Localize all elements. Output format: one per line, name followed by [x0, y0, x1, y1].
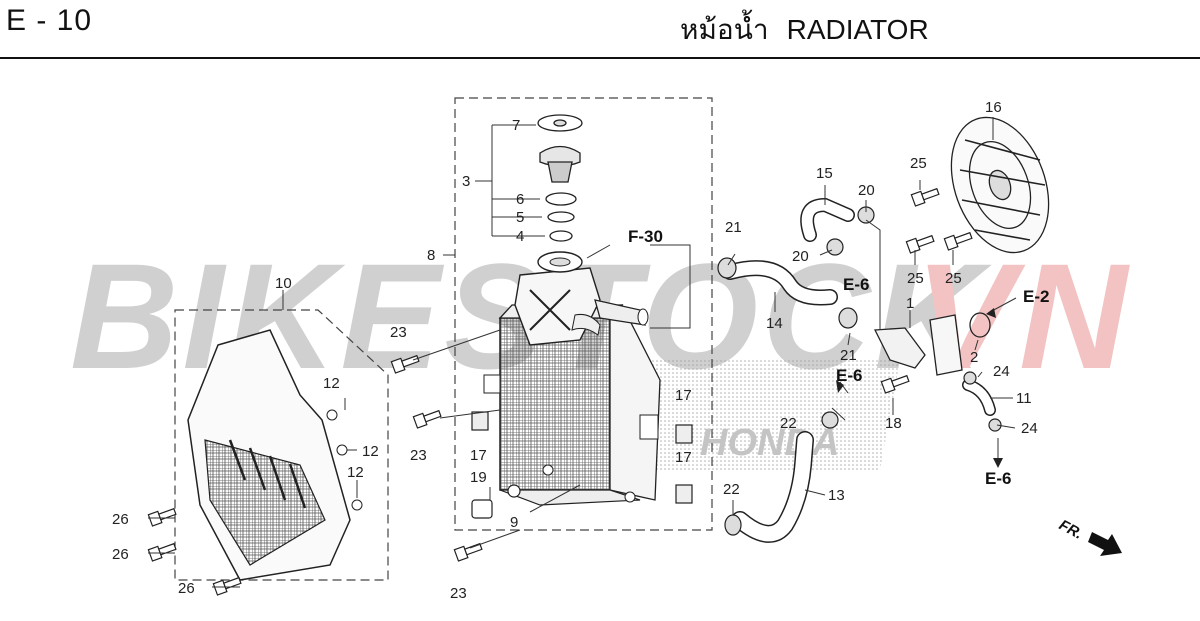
callout-25-top: 25 [910, 155, 927, 172]
callout-numbers: 7 3 6 5 4 8 10 23 23 23 12 12 12 26 26 2… [112, 99, 1038, 602]
svg-text:HONDA: HONDA [700, 422, 839, 464]
ref-e2: E-2 [1023, 287, 1049, 306]
callout-8: 8 [427, 247, 435, 264]
water-pump-joint [873, 312, 991, 376]
front-arrow-icon [1088, 532, 1122, 556]
callout-3: 3 [462, 173, 470, 190]
callout-12-bottom: 12 [347, 464, 364, 481]
callout-16: 16 [985, 99, 1002, 116]
arrows [836, 308, 1003, 468]
callout-24-bottom: 24 [1021, 420, 1038, 437]
ref-e6-middle: E-6 [836, 366, 862, 385]
callout-13: 13 [828, 487, 845, 504]
ref-e6-bottom: E-6 [985, 469, 1011, 488]
callout-1: 1 [906, 295, 914, 312]
callout-19: 19 [470, 469, 487, 486]
callout-17-upper-right: 17 [675, 387, 692, 404]
callout-4: 4 [516, 228, 524, 245]
front-label: FR. [1056, 517, 1085, 543]
header-divider [0, 57, 1200, 59]
hoses [722, 197, 996, 543]
hose-clamps [717, 206, 1002, 536]
callout-20-top: 20 [858, 182, 875, 199]
ref-f30: F-30 [628, 227, 663, 246]
ref-e6-top: E-6 [843, 275, 869, 294]
callout-23-mid: 23 [410, 447, 427, 464]
radiator-shroud [187, 329, 363, 581]
callout-21-top: 21 [725, 219, 742, 236]
callout-12-top: 12 [323, 375, 340, 392]
callout-26-top: 26 [112, 511, 129, 528]
title-english: RADIATOR [786, 14, 929, 45]
callout-17-left: 17 [470, 447, 487, 464]
callout-11: 11 [1016, 390, 1032, 407]
callout-5: 5 [516, 209, 524, 226]
callout-25-right: 25 [945, 270, 962, 287]
callout-6: 6 [516, 191, 524, 208]
callout-23-bottom: 23 [450, 585, 467, 602]
clips [471, 411, 693, 504]
page-code: E - 10 [6, 4, 93, 37]
callout-9: 9 [510, 514, 518, 531]
callout-18: 18 [885, 415, 902, 432]
callout-26-mid: 26 [112, 546, 129, 563]
callout-20-left: 20 [792, 248, 809, 265]
leader-lines [148, 117, 1017, 588]
callout-21-bottom: 21 [840, 347, 857, 364]
callout-10: 10 [275, 275, 292, 292]
page-title: หม้อน้ำ RADIATOR [680, 8, 929, 52]
callout-12-mid: 12 [362, 443, 379, 460]
callout-2: 2 [970, 349, 978, 366]
callout-24-top: 24 [993, 363, 1010, 380]
front-direction-indicator: FR. [1056, 517, 1122, 556]
callout-14: 14 [766, 315, 783, 332]
callout-22-right: 22 [780, 415, 797, 432]
callout-17-lower-right: 17 [675, 449, 692, 466]
callout-15: 15 [816, 165, 833, 182]
reference-labels: F-30 E-6 E-6 E-6 E-2 [628, 227, 1049, 488]
radiator-assembly-frame [454, 97, 713, 531]
title-thai: หม้อน้ำ [680, 13, 769, 46]
callout-23-top: 23 [390, 324, 407, 341]
cooling-fan [950, 116, 1050, 254]
callout-26-bottom: 26 [178, 580, 195, 597]
radiator-core [483, 251, 661, 506]
bolts [147, 187, 973, 596]
callout-25-left: 25 [907, 270, 924, 287]
callout-22-bottom: 22 [723, 481, 740, 498]
callout-7: 7 [512, 117, 520, 134]
radiator-cap-stack [537, 114, 583, 242]
shroud-assembly-frame [174, 309, 389, 581]
